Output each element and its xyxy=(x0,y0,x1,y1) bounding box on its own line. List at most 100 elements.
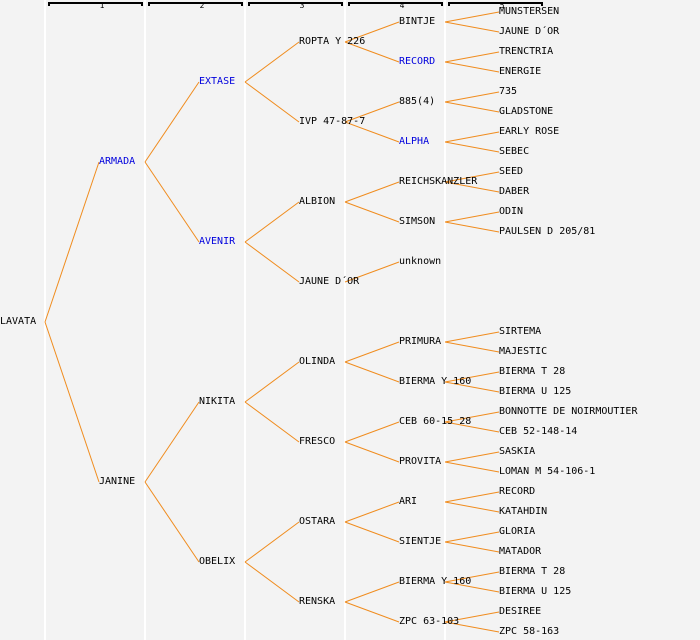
generation-label: 4 xyxy=(399,1,405,10)
pedigree-node-gen4[interactable]: ZPC 63-103 xyxy=(399,616,460,627)
pedigree-node-gen5[interactable]: GLADSTONE xyxy=(499,106,554,117)
column-separator xyxy=(44,0,46,640)
pedigree-node-gen5[interactable]: KATAHDIN xyxy=(499,506,548,517)
pedigree-node-gen3[interactable]: IVP 47-87-7 xyxy=(299,116,366,127)
connector-line xyxy=(244,201,300,243)
pedigree-node-gen1[interactable]: ARMADA xyxy=(99,156,136,167)
column-separator xyxy=(444,0,446,640)
connector-line xyxy=(344,41,400,63)
pedigree-node-gen4[interactable]: BIERMA Y 160 xyxy=(399,576,472,587)
pedigree-node-gen3[interactable]: RENSKA xyxy=(299,596,336,607)
pedigree-node-gen5[interactable]: ENERGIE xyxy=(499,66,542,77)
pedigree-node-gen4[interactable]: PROVITA xyxy=(399,456,442,467)
pedigree-node-gen2[interactable]: OBELIX xyxy=(199,556,236,567)
connector-line xyxy=(444,611,500,623)
connector-line xyxy=(144,81,200,163)
pedigree-node-gen4[interactable]: PRIMURA xyxy=(399,336,442,347)
pedigree-node-gen3[interactable]: FRESCO xyxy=(299,436,336,447)
generation-bracket xyxy=(248,2,343,6)
connector-line xyxy=(244,561,300,603)
pedigree-node-gen3[interactable]: JAUNE D´OR xyxy=(299,276,360,287)
pedigree-node-gen3[interactable]: OSTARA xyxy=(299,516,336,527)
pedigree-node-gen1[interactable]: JANINE xyxy=(99,476,136,487)
connector-line xyxy=(444,621,500,633)
pedigree-node-gen5[interactable]: SEBEC xyxy=(499,146,530,157)
connector-line xyxy=(444,131,500,143)
pedigree-node-gen5[interactable]: BIERMA T 28 xyxy=(499,566,566,577)
pedigree-node-gen5[interactable]: GLORIA xyxy=(499,526,536,537)
generation-bracket xyxy=(48,2,143,6)
connector-line xyxy=(444,371,500,383)
connector-line xyxy=(444,491,500,503)
pedigree-node-gen5[interactable]: DESIREE xyxy=(499,606,542,617)
connector-line xyxy=(444,461,500,473)
pedigree-node-gen4[interactable]: CEB 60-15 28 xyxy=(399,416,472,427)
pedigree-node-gen5[interactable]: BIERMA U 125 xyxy=(499,386,572,397)
connector-line xyxy=(344,521,400,543)
pedigree-node-gen4[interactable]: ARI xyxy=(399,496,418,507)
connector-line xyxy=(444,11,500,23)
pedigree-node-gen4[interactable]: BINTJE xyxy=(399,16,436,27)
connector-line xyxy=(344,261,400,283)
pedigree-node-gen4[interactable]: SIENTJE xyxy=(399,536,442,547)
connector-line xyxy=(444,581,500,593)
pedigree-node-gen3[interactable]: OLINDA xyxy=(299,356,336,367)
connector-line xyxy=(444,341,500,353)
connector-line xyxy=(444,91,500,103)
pedigree-node-gen5[interactable]: DABER xyxy=(499,186,530,197)
connector-line xyxy=(444,381,500,393)
generation-bracket xyxy=(448,2,543,6)
connector-line xyxy=(444,181,500,193)
pedigree-node-gen3[interactable]: ROPTA Y 226 xyxy=(299,36,366,47)
pedigree-node-gen5[interactable]: ODIN xyxy=(499,206,524,217)
pedigree-node-gen2[interactable]: EXTASE xyxy=(199,76,236,87)
pedigree-node-gen2[interactable]: NIKITA xyxy=(199,396,236,407)
pedigree-node-gen3[interactable]: ALBION xyxy=(299,196,336,207)
pedigree-node-gen5[interactable]: PAULSEN D 205/81 xyxy=(499,226,596,237)
pedigree-node-gen5[interactable]: 735 xyxy=(499,86,518,97)
pedigree-node-gen5[interactable]: BONNOTTE DE NOIRMOUTIER xyxy=(499,406,638,417)
pedigree-node-gen5[interactable]: SASKIA xyxy=(499,446,536,457)
connector-line xyxy=(44,321,100,483)
generation-bracket xyxy=(148,2,243,6)
connector-line xyxy=(444,451,500,463)
pedigree-node-gen4[interactable]: ALPHA xyxy=(399,136,430,147)
connector-line xyxy=(44,161,100,323)
connector-line xyxy=(344,441,400,463)
pedigree-node-gen2[interactable]: AVENIR xyxy=(199,236,236,247)
pedigree-node-gen5[interactable]: LOMAN M 54-106-1 xyxy=(499,466,596,477)
pedigree-node-gen4[interactable]: SIMSON xyxy=(399,216,436,227)
generation-label: 5 xyxy=(499,1,505,10)
pedigree-node-gen5[interactable]: RECORD xyxy=(499,486,536,497)
connector-line xyxy=(344,21,400,43)
column-separator xyxy=(344,0,346,640)
pedigree-node-gen4[interactable]: unknown xyxy=(399,256,442,267)
pedigree-node-gen5[interactable]: MUNSTERSEN xyxy=(499,6,560,17)
pedigree-node-gen5[interactable]: MAJESTIC xyxy=(499,346,548,357)
pedigree-node-gen5[interactable]: MATADOR xyxy=(499,546,542,557)
pedigree-node-gen5[interactable]: BIERMA T 28 xyxy=(499,366,566,377)
connector-line xyxy=(244,361,300,403)
pedigree-node-gen5[interactable]: CEB 52-148-14 xyxy=(499,426,578,437)
connector-line xyxy=(344,181,400,203)
pedigree-node-gen5[interactable]: EARLY ROSE xyxy=(499,126,560,137)
pedigree-node-gen5[interactable]: SIRTEMA xyxy=(499,326,542,337)
pedigree-node-gen5[interactable]: SEED xyxy=(499,166,524,177)
connector-line xyxy=(444,171,500,183)
connector-line xyxy=(444,571,500,583)
pedigree-node-gen4[interactable]: 885(4) xyxy=(399,96,436,107)
pedigree-node-gen4[interactable]: RECORD xyxy=(399,56,436,67)
connector-line xyxy=(144,401,200,483)
connector-line xyxy=(244,521,300,563)
generation-bracket xyxy=(348,2,443,6)
pedigree-node-gen4[interactable]: BIERMA Y 160 xyxy=(399,376,472,387)
connector-line xyxy=(244,401,300,443)
pedigree-node-gen5[interactable]: BIERMA U 125 xyxy=(499,586,572,597)
pedigree-node-gen0[interactable]: LAVATA xyxy=(0,316,37,327)
pedigree-node-gen5[interactable]: TRENCTRIA xyxy=(499,46,554,57)
pedigree-node-gen5[interactable]: ZPC 58-163 xyxy=(499,626,560,637)
pedigree-node-gen4[interactable]: REICHSKANZLER xyxy=(399,176,478,187)
pedigree-node-gen5[interactable]: JAUNE D´OR xyxy=(499,26,560,37)
